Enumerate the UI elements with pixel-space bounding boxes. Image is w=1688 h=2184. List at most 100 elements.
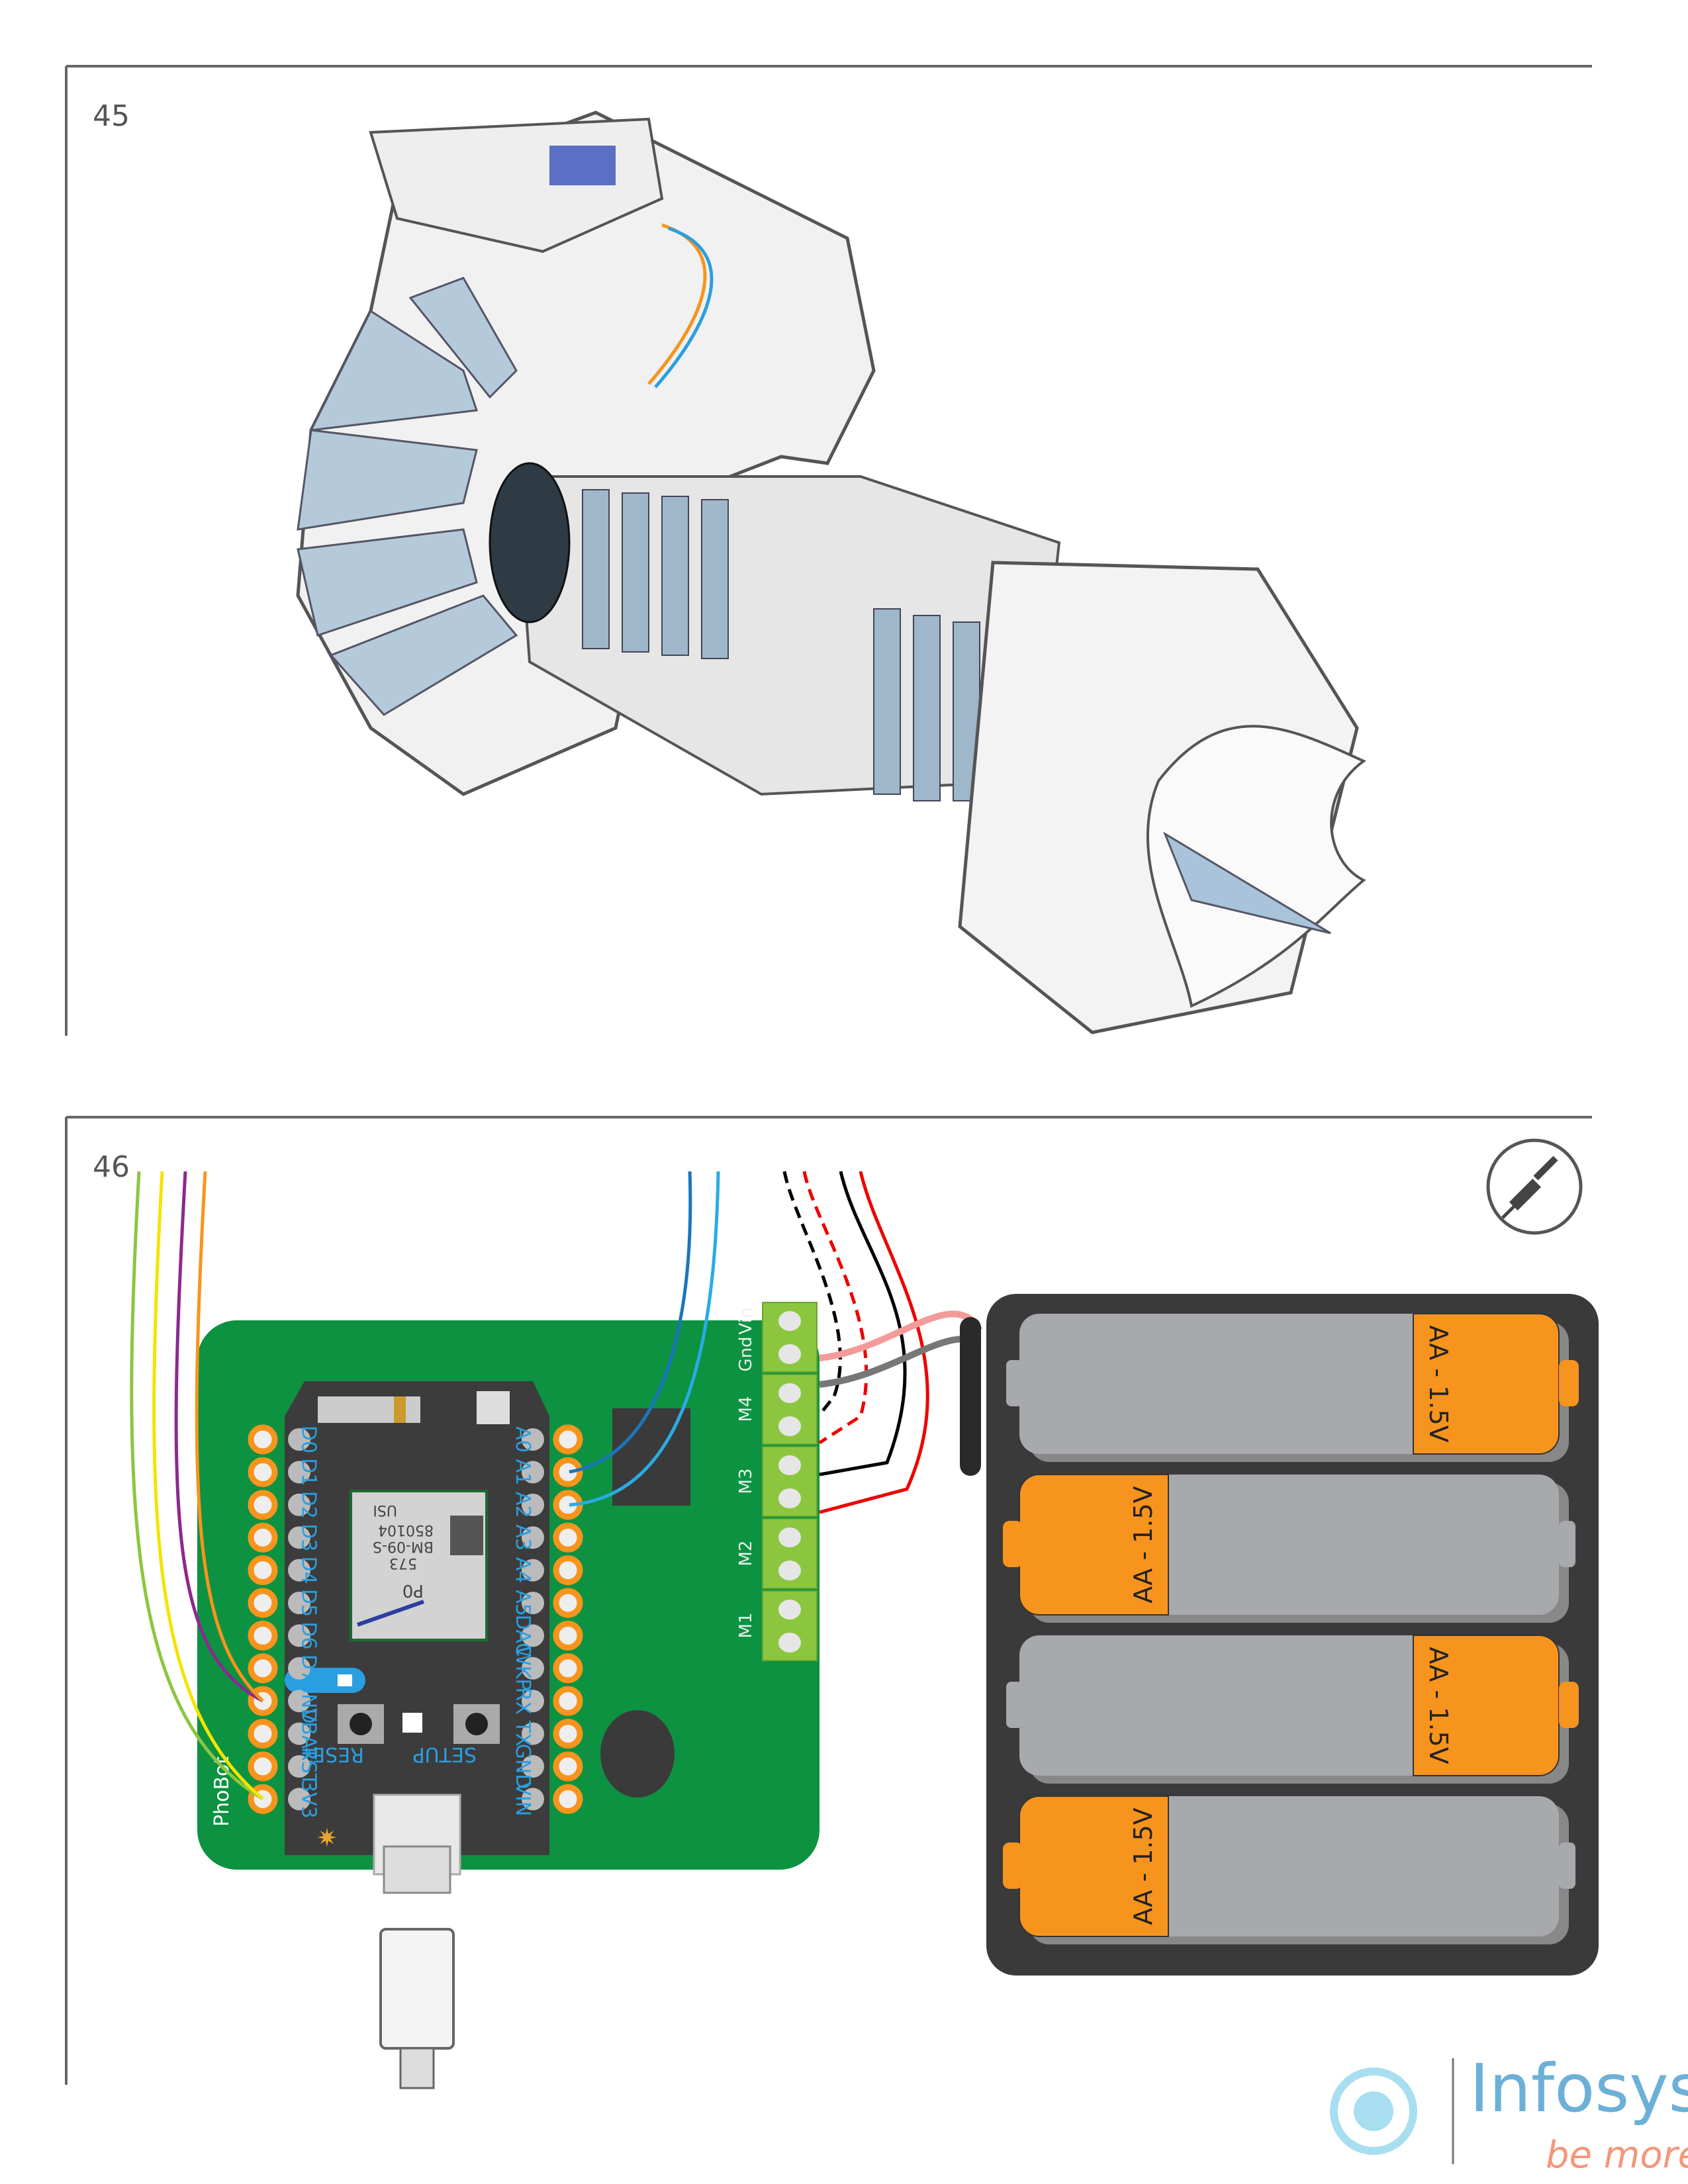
header-pad[interactable] [248, 1522, 278, 1553]
header-pad[interactable] [553, 1620, 583, 1651]
holder-switch[interactable] [960, 1317, 981, 1476]
module-pin [522, 1722, 544, 1745]
infosys-logo: Infosys be more [1330, 2050, 1688, 2177]
wire-yellow [152, 1171, 264, 1800]
module-pin [522, 1526, 544, 1549]
screw[interactable] [778, 1383, 801, 1403]
pin-label: D1 [297, 1458, 320, 1486]
screw[interactable] [778, 1633, 801, 1653]
screw[interactable] [778, 1527, 801, 1547]
screw[interactable] [778, 1311, 801, 1331]
module-code: 850104 [378, 1522, 434, 1538]
screw[interactable] [778, 1416, 801, 1436]
header-pad[interactable] [553, 1588, 583, 1618]
module-pin [288, 1592, 310, 1614]
module-pin [288, 1428, 310, 1451]
screw[interactable] [778, 1600, 801, 1619]
pin-label: VIN [511, 1782, 534, 1816]
battery-label: AA - 1.5V [1424, 1647, 1453, 1764]
module-pin [522, 1624, 544, 1647]
screw[interactable] [778, 1344, 801, 1364]
screw[interactable] [778, 1455, 801, 1475]
module-pin [288, 1722, 310, 1745]
rgb-led [402, 1713, 422, 1733]
particle-logo-icon: ✷ [316, 1823, 338, 1852]
header-pad[interactable] [553, 1719, 583, 1749]
module-pin [522, 1690, 544, 1713]
terminal-label: M1 [736, 1613, 756, 1639]
module-pin [288, 1624, 310, 1647]
pin-label: A1 [511, 1459, 534, 1486]
header-pad[interactable] [553, 1784, 583, 1814]
header-pad[interactable] [248, 1588, 278, 1618]
screw[interactable] [778, 1561, 801, 1580]
jet-engine-illustration [296, 111, 1366, 1034]
module-model: P0 [402, 1580, 424, 1600]
pin-label: TX [511, 1720, 534, 1747]
panel-number: 46 [93, 1150, 130, 1184]
module-pin [288, 1755, 310, 1778]
pin-label: D0 [297, 1426, 320, 1453]
header-pad[interactable] [553, 1522, 583, 1553]
header-pad[interactable] [553, 1751, 583, 1782]
module-code: 573 [389, 1555, 417, 1571]
battery-label: AA - 1.5V [1129, 1807, 1158, 1925]
module-pin [288, 1657, 310, 1680]
header-pad[interactable] [553, 1686, 583, 1716]
panel-number: 45 [93, 99, 130, 133]
terminal-label: Vin [736, 1308, 756, 1335]
pin-label: D3 [297, 1524, 320, 1551]
header-pad[interactable] [553, 1424, 583, 1455]
pin-label: D7 [297, 1655, 320, 1682]
pin-label: A0 [511, 1426, 534, 1453]
sensor-module [549, 146, 616, 185]
module-brand: USI [373, 1502, 397, 1518]
header-pad[interactable] [248, 1490, 278, 1520]
pin-label: WKP [511, 1646, 534, 1690]
setup-label: SETUP [413, 1743, 477, 1766]
module-pin [522, 1592, 544, 1614]
screw[interactable] [778, 1488, 801, 1508]
usb-cable[interactable] [373, 1794, 461, 2089]
aa-battery: AA - 1.5V [1006, 1635, 1579, 1784]
wire-orange [195, 1171, 264, 1702]
header-pad[interactable] [248, 1653, 278, 1684]
terminal-label: M3 [736, 1469, 756, 1494]
module-pin [522, 1755, 544, 1778]
reset-label: RESET [300, 1743, 364, 1766]
header-pad[interactable] [248, 1555, 278, 1586]
soldering-iron-icon [1486, 1138, 1583, 1235]
header-pad[interactable] [248, 1620, 278, 1651]
module-pin [288, 1788, 310, 1811]
header-pad[interactable] [248, 1719, 278, 1749]
wire-lightblue-a2 [569, 1171, 720, 1507]
module-pin [522, 1559, 544, 1582]
panel-45-frame [65, 65, 1592, 1036]
module-pin [288, 1559, 310, 1582]
pin-label: A5 [511, 1590, 534, 1616]
pin-label: GND [297, 1678, 320, 1724]
battery-label: AA - 1.5V [1129, 1486, 1158, 1603]
header-pad[interactable] [248, 1751, 278, 1782]
module-pin [522, 1493, 544, 1516]
module-pin [522, 1428, 544, 1451]
pin-label: D5 [297, 1589, 320, 1617]
module-pin [522, 1461, 544, 1484]
pin-label: GND [511, 1744, 534, 1790]
header-pad[interactable] [248, 1457, 278, 1487]
terminal-label: M2 [736, 1541, 756, 1567]
pin-label: RX [511, 1687, 534, 1714]
wire-blue-a1 [569, 1171, 692, 1474]
header-pad[interactable] [553, 1653, 583, 1684]
logo-tagline: be more [1546, 2134, 1688, 2177]
wire-purple [174, 1171, 264, 1703]
pin-label: A2 [511, 1492, 534, 1518]
header-pad[interactable] [248, 1424, 278, 1455]
module-pin [288, 1690, 310, 1713]
header-pad[interactable] [553, 1457, 583, 1487]
header-pad[interactable] [553, 1555, 583, 1586]
pin-label: A4 [511, 1557, 534, 1584]
